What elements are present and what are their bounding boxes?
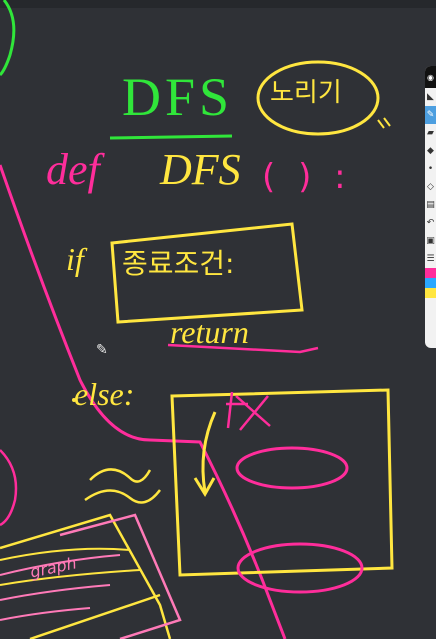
note-circle <box>256 60 380 136</box>
yellow-scribble-lines <box>0 547 141 586</box>
trash-icon[interactable]: ▤ <box>426 200 435 210</box>
page-icon[interactable]: ☰ <box>426 254 435 264</box>
drawing-toolbar: ◉ ◣ ✎ ▰ ◆ • ◇ ▤ ↶ ▣ ☰ <box>425 66 436 348</box>
pen-icon[interactable]: ✎ <box>425 106 436 124</box>
shape-icon[interactable]: ◇ <box>427 182 434 192</box>
pink-left-arc <box>0 449 18 527</box>
color-swatch-3[interactable] <box>425 288 436 298</box>
pink-scribble-lines <box>0 554 121 621</box>
circled-note-text: 노리기 <box>270 78 342 108</box>
yellow-scribble-waves <box>84 468 161 504</box>
return-keyword: return <box>170 314 249 350</box>
logo-icon[interactable]: ◉ <box>425 66 436 88</box>
ink-dot <box>72 398 76 402</box>
else-box <box>170 388 394 577</box>
def-keyword: def <box>46 145 100 194</box>
color-swatch-1[interactable] <box>425 268 436 278</box>
pink-ellipse-inner <box>235 446 349 490</box>
function-name: DFS <box>160 145 241 194</box>
green-circle-stroke <box>0 0 16 77</box>
note-tick-marks <box>377 117 391 129</box>
pink-tilted-box <box>59 513 182 639</box>
pink-diagonal-line <box>0 164 287 639</box>
eraser-icon[interactable]: ◆ <box>427 146 434 156</box>
base-case-text: 종료조건: <box>122 247 235 280</box>
base-case-box <box>110 222 304 324</box>
highlighter-icon[interactable]: ▰ <box>427 128 434 138</box>
pink-ellipse-outer <box>236 542 364 594</box>
heading-text: DFS <box>122 67 234 127</box>
pointer-icon[interactable]: ◣ <box>427 92 434 102</box>
undo-icon[interactable]: ↶ <box>426 218 435 228</box>
if-keyword: if <box>66 241 84 277</box>
dot-icon[interactable]: • <box>427 164 434 174</box>
heading-underline <box>109 134 233 140</box>
else-keyword: else: <box>74 376 135 412</box>
yellow-tilted-box <box>0 513 172 639</box>
pen-cursor-icon: ✎ <box>96 342 108 358</box>
color-swatch-2[interactable] <box>425 278 436 288</box>
window-top-bar <box>0 0 436 8</box>
crossed-mark <box>226 391 271 431</box>
function-parens: ( ) : <box>262 157 352 197</box>
screenshot-icon[interactable]: ▣ <box>426 236 435 246</box>
down-arrow <box>193 411 217 497</box>
return-underline <box>167 343 319 354</box>
